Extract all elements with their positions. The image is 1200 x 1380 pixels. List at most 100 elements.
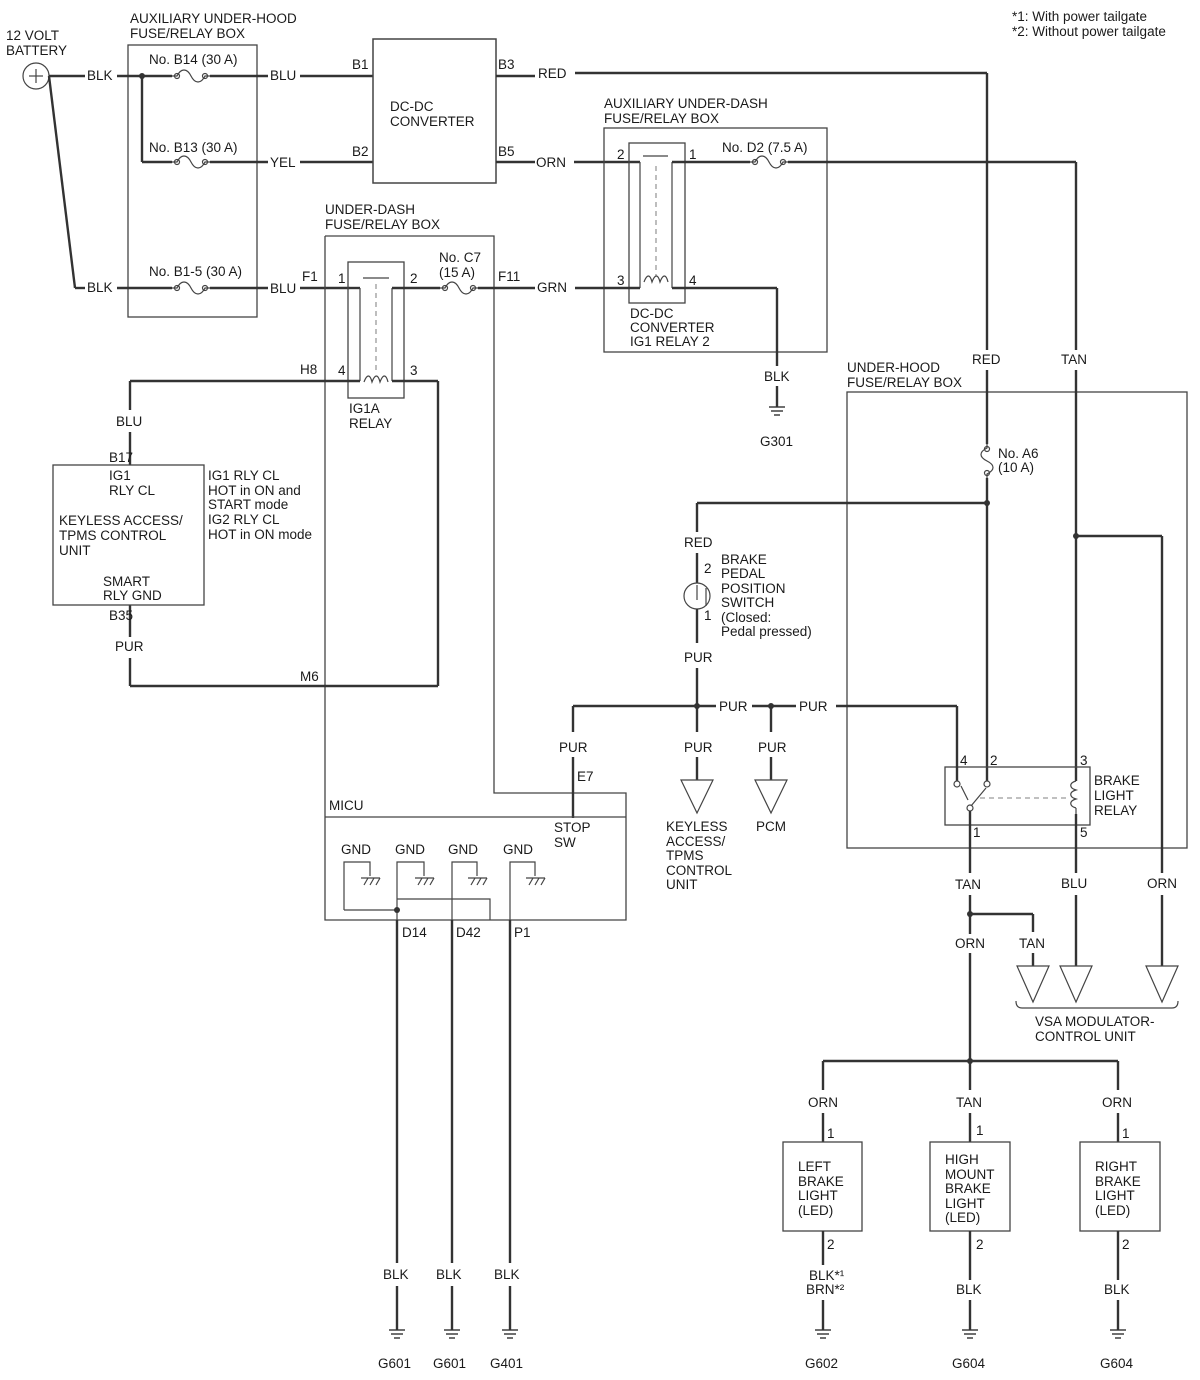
underdash-title-2: FUSE/RELAY BOX: [325, 217, 440, 232]
pin-label: 4: [960, 753, 968, 768]
micu-stop-sw-2: SW: [554, 835, 576, 850]
pin-label: B5: [498, 144, 515, 159]
ig1a-title-2: RELAY: [349, 416, 392, 431]
underhood-title-2: FUSE/RELAY BOX: [847, 375, 962, 390]
pin-label: 3: [410, 363, 418, 378]
fuse-c7-label-1: No. C7: [439, 250, 481, 265]
wire-label: ORN: [808, 1095, 838, 1110]
pin-label: B3: [498, 57, 515, 72]
underhood-title-1: UNDER-HOOD: [847, 360, 940, 375]
micu-title: MICU: [329, 798, 364, 813]
ground-symbol: [769, 406, 785, 416]
keyless-label-4: TPMS CONTROL: [59, 528, 167, 543]
dcdc-relay-title-2: CONVERTER: [630, 320, 715, 335]
fuse-d2-label: No. D2 (7.5 A): [722, 140, 808, 155]
vsa-terminal-arrow: [1016, 965, 1050, 1004]
wire-label: GRN: [537, 280, 567, 295]
micu-pin-e7: E7: [577, 769, 594, 784]
ig1a-title-1: IG1A: [349, 401, 380, 416]
right-light-4: (LED): [1095, 1203, 1130, 1218]
brake-light-output: TAN BLU ORN TAN ORN VSA MODULATOR- CONTR…: [782, 876, 1179, 1371]
wire-label: ORN: [955, 936, 985, 951]
vsa-label-2: CONTROL UNIT: [1035, 1029, 1136, 1044]
note-1: *1: With power tailgate: [1012, 9, 1147, 24]
wire-label: BLK: [764, 369, 790, 384]
pin-label: 2: [410, 271, 418, 286]
left-light-4: (LED): [798, 1203, 833, 1218]
pin-label: 2: [990, 753, 998, 768]
wire-label: BRN*²: [806, 1282, 845, 1297]
pin-label: H8: [300, 362, 317, 377]
wire-label: PUR: [684, 740, 713, 755]
wire-label: BLK: [436, 1267, 462, 1282]
wire-label: BLK: [1104, 1282, 1130, 1297]
pin-label: M6: [300, 669, 319, 684]
switch-label-5: (Closed:: [721, 610, 771, 625]
fuse-a6-label-2: (10 A): [998, 460, 1034, 475]
switch-label-1: BRAKE: [721, 552, 767, 567]
fuse-a6-label-1: No. A6: [998, 446, 1039, 461]
keyless-note-3: START mode: [208, 497, 288, 512]
keyless-label-5: UNIT: [59, 543, 91, 558]
switch-label-6: Pedal pressed): [721, 624, 812, 639]
wire-label: BLK: [383, 1267, 409, 1282]
aux-underdash-title-2: FUSE/RELAY BOX: [604, 111, 719, 126]
wire-label: PUR: [684, 650, 713, 665]
wire-label: BLK: [494, 1267, 520, 1282]
brake-relay-title-1: BRAKE: [1094, 773, 1140, 788]
pin-label: 2: [704, 561, 712, 576]
dcdc-relay-title-1: DC-DC: [630, 306, 674, 321]
pcm-terminal-arrow: [754, 779, 788, 815]
switch-label-3: POSITION: [721, 581, 786, 596]
aux-underdash-title-1: AUXILIARY UNDER-DASH: [604, 96, 768, 111]
keyless-note-5: HOT in ON mode: [208, 527, 312, 542]
micu-unit: MICU STOP SW GND GND GND GND D14 D42 P1 …: [325, 798, 626, 1371]
ground-symbol: [815, 1329, 1126, 1339]
wire-label: YEL: [270, 155, 296, 170]
left-light-3: LIGHT: [798, 1188, 838, 1203]
pin-label: 2: [827, 1237, 835, 1252]
keyless-label-1: IG1: [109, 468, 131, 483]
pin-label: 1: [338, 271, 346, 286]
dcdc-title-2: CONVERTER: [390, 114, 475, 129]
wire-label: TAN: [956, 1095, 982, 1110]
fuse-b13: [172, 155, 210, 169]
ground-symbol: [389, 1329, 518, 1339]
pcm-terminal-label: PCM: [756, 819, 786, 834]
wire-label: BLU: [1061, 876, 1087, 891]
keyless-label-2: RLY CL: [109, 483, 156, 498]
ground-label-g602: G602: [805, 1356, 838, 1371]
high-light-5: (LED): [945, 1210, 980, 1225]
keyless-label-6: SMART: [103, 574, 150, 589]
pin-label: 2: [976, 1237, 984, 1252]
micu-gnd-1: GND: [341, 842, 371, 857]
micu-gnd-4: GND: [503, 842, 533, 857]
keyless-terminal-arrow: [680, 779, 714, 815]
keyless-note-4: IG2 RLY CL: [208, 512, 280, 527]
battery: 12 VOLT BATTERY: [6, 28, 85, 290]
aux-underhood-title-1: AUXILIARY UNDER-HOOD: [130, 11, 297, 26]
keyless-terminal-3: TPMS: [666, 848, 704, 863]
wire-label: BLK*¹: [809, 1268, 845, 1283]
pin-label: F11: [498, 269, 520, 284]
fuse-a6: [980, 444, 994, 478]
micu-pin-p1: P1: [514, 925, 531, 940]
wire-label: TAN: [955, 877, 981, 892]
switch-label-2: PEDAL: [721, 566, 766, 581]
fuse-b14-label: No. B14 (30 A): [149, 52, 238, 67]
underdash-fuse-box: UNDER-DASH FUSE/RELAY BOX F1 1 2 4 3 IG1…: [115, 202, 627, 921]
left-light-2: BRAKE: [798, 1174, 844, 1189]
pin-label: 5: [1080, 825, 1088, 840]
keyless-note-1: IG1 RLY CL: [208, 468, 280, 483]
fuse-c7: [440, 281, 478, 295]
vsa-terminal-arrow: [1145, 965, 1179, 1004]
pin-label: 1: [976, 1123, 984, 1138]
wire-label: ORN: [536, 155, 566, 170]
wire-label: PUR: [799, 699, 828, 714]
fuse-d2: [750, 155, 788, 169]
wire-label: BLK: [956, 1282, 982, 1297]
right-light-3: LIGHT: [1095, 1188, 1135, 1203]
wire-label: RED: [684, 535, 713, 550]
high-light-1: HIGH: [945, 1152, 979, 1167]
